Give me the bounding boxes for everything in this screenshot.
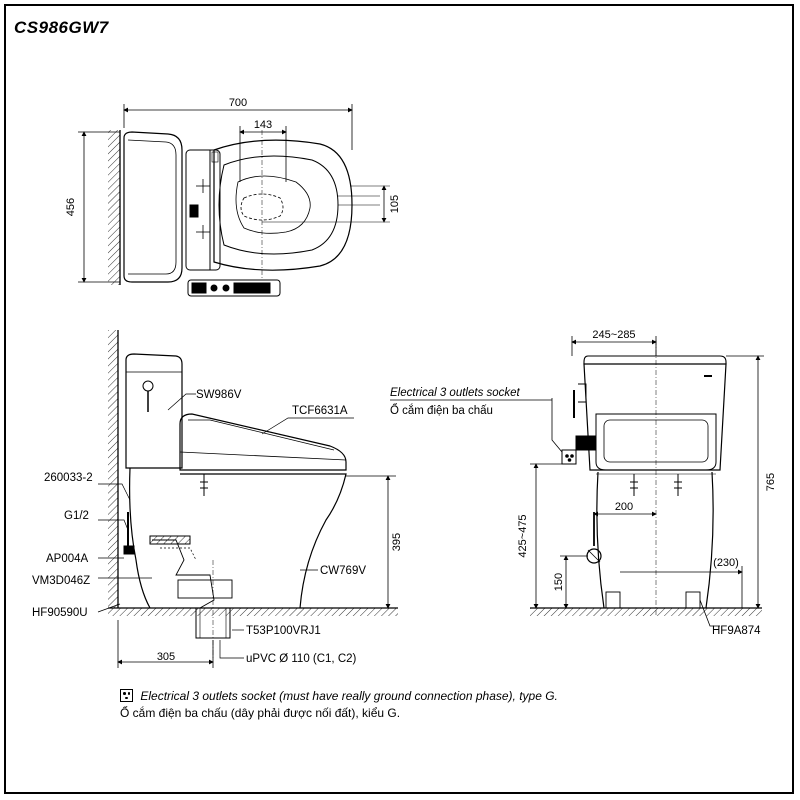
top-view-dimensions <box>78 104 387 283</box>
side-view <box>108 330 398 660</box>
label-t53p100vrj1: T53P100VRJ1 <box>246 625 321 637</box>
side-view-leaders <box>97 393 354 659</box>
label-cover-model: TCF6631A <box>292 405 348 417</box>
front-view-dimensions <box>530 336 764 627</box>
label-upvc: uPVC Ø 110 (C1, C2) <box>246 653 357 665</box>
dim-front-230: (230) <box>713 557 739 569</box>
label-vm3d046z: VM3D046Z <box>32 575 90 587</box>
label-260033-2: 260033-2 <box>44 472 93 484</box>
socket-label-vi: Ổ cắm điện ba chấu <box>390 404 493 417</box>
front-view <box>530 340 762 616</box>
dim-front-425-475: 425~475 <box>517 514 529 557</box>
dim-top-105: 105 <box>389 195 401 213</box>
dim-side-305: 305 <box>157 651 175 663</box>
dim-top-depth: 456 <box>65 198 77 216</box>
label-bowl-model: CW769V <box>320 565 366 577</box>
footnote-vi: Ổ cắm điện ba chấu (dây phải được nối đấ… <box>120 706 401 720</box>
socket-label-en: Electrical 3 outlets socket <box>390 387 521 399</box>
dim-top-143: 143 <box>254 119 272 131</box>
label-hf9a874: HF9A874 <box>712 625 761 637</box>
label-hf90590u: HF90590U <box>32 607 88 619</box>
dim-side-height: 395 <box>391 533 403 551</box>
label-seat-model: SW986V <box>196 389 242 401</box>
side-view-dimensions <box>117 475 396 668</box>
label-ap004a: AP004A <box>46 553 89 565</box>
dim-top-width: 700 <box>229 97 247 109</box>
label-g12: G1/2 <box>64 510 89 522</box>
top-view <box>108 130 390 297</box>
dim-front-200: 200 <box>615 501 633 513</box>
dim-front-245-285: 245~285 <box>592 329 635 341</box>
dim-front-150: 150 <box>553 573 565 591</box>
footnote-en: Electrical 3 outlets socket (must have r… <box>140 689 558 703</box>
socket-icon <box>120 689 133 702</box>
model-title: CS986GW7 <box>14 18 109 37</box>
drawing-frame <box>4 4 794 794</box>
footnote: Electrical 3 outlets socket (must have r… <box>120 688 558 722</box>
dim-front-765: 765 <box>765 473 777 491</box>
